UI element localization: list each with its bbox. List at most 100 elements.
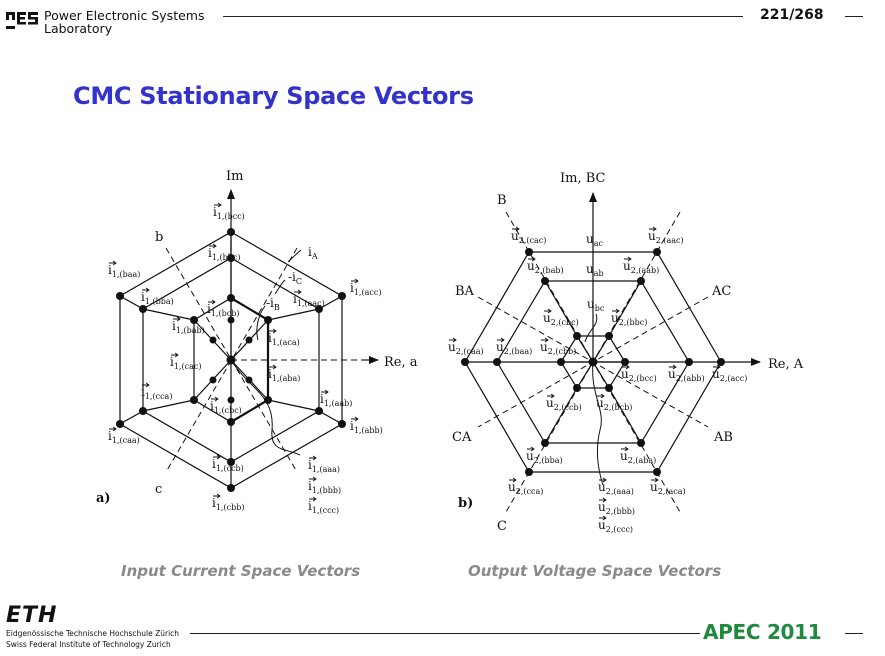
vector-arrow-icon bbox=[173, 316, 181, 322]
vector-label: u2,(bcb) bbox=[596, 396, 632, 412]
vector-arrow-icon bbox=[612, 308, 620, 314]
fig-b-uac-label: uac bbox=[586, 232, 604, 248]
vector-label: u2,(cbc) bbox=[543, 311, 579, 327]
vector-label: i1,(acc) bbox=[350, 281, 381, 297]
vector-label: i1,(aaa) bbox=[308, 458, 340, 474]
figure-b: Im, BC Re, A B BA AC CA AB C b) uac uab … bbox=[448, 171, 804, 534]
vector-arrow-icon bbox=[649, 226, 657, 232]
vector-label: i1,(ccb) bbox=[212, 457, 244, 473]
vector-arrow-icon bbox=[621, 446, 629, 452]
pes-logo bbox=[6, 12, 38, 29]
fig-b-B-label: B bbox=[497, 193, 507, 208]
vector-label: i1,(cbb) bbox=[212, 496, 244, 512]
fig-b-CA-label: CA bbox=[452, 430, 472, 445]
fig-a-iC-label: -iC bbox=[288, 270, 302, 286]
vector-arrow-icon bbox=[541, 337, 549, 343]
fig-a-vector-labels: i1,(bcc)i1,(bbc)i1,(baa)i1,(acc)i1,(bba)… bbox=[108, 202, 383, 515]
fig-a-im-label: Im bbox=[226, 169, 243, 184]
vector-label: i1,(caa) bbox=[108, 429, 140, 445]
vector-label: u2,(bbb) bbox=[598, 500, 635, 516]
vector-arrow-icon bbox=[209, 243, 217, 249]
vector-arrow-icon bbox=[547, 393, 555, 399]
eth-name-german: Eidgenössische Technische Hochschule Zür… bbox=[6, 629, 180, 638]
vector-arrow-icon bbox=[622, 364, 630, 370]
fig-b-im-label: Im, BC bbox=[560, 171, 606, 186]
vector-arrow-icon bbox=[269, 364, 277, 370]
footer-rule bbox=[190, 633, 700, 634]
vector-arrow-icon bbox=[309, 476, 317, 482]
fig-a-b-label: b bbox=[155, 230, 163, 245]
vector-label: u2,(bbc) bbox=[611, 311, 647, 327]
vector-arrow-icon bbox=[544, 308, 552, 314]
fig-a-b-axis bbox=[165, 247, 298, 473]
vector-label: u2,(aca) bbox=[650, 480, 686, 496]
vector-label: i1,(bba) bbox=[141, 290, 174, 306]
vector-label: u2,(cac) bbox=[511, 229, 546, 245]
fig-a-c-label: c bbox=[155, 482, 162, 497]
fig-b-AC-label: AC bbox=[711, 284, 731, 299]
vector-label: i1,(bcb) bbox=[207, 302, 239, 318]
vector-arrow-icon bbox=[214, 202, 222, 208]
vector-label: u2,(aba) bbox=[620, 449, 656, 465]
vector-label: i1,(cbc) bbox=[210, 399, 242, 415]
vector-label: i1,(bab) bbox=[172, 319, 205, 335]
header-rule bbox=[223, 16, 743, 17]
vector-label: u2,(acc) bbox=[712, 367, 747, 383]
vector-arrow-icon bbox=[351, 416, 359, 422]
vector-arrow-icon bbox=[109, 426, 117, 432]
fig-a-iB-label: -iB bbox=[266, 296, 280, 312]
vector-arrow-icon bbox=[269, 328, 277, 334]
vector-label: u2,(cca) bbox=[508, 480, 543, 496]
vector-arrow-icon bbox=[669, 364, 677, 370]
vector-arrow-icon bbox=[294, 289, 302, 295]
vector-arrow-icon bbox=[449, 337, 457, 343]
vector-arrow-icon bbox=[599, 477, 607, 483]
fig-a-iA-label: iA bbox=[308, 245, 318, 261]
eth-name-english: Swiss Federal Institute of Technology Zu… bbox=[6, 640, 171, 649]
fig-b-vector-labels: u2,(cac)u2,(aac)u2,(bab)u2,(aab)u2,(cbc)… bbox=[448, 226, 747, 534]
vector-label: i1,(aab) bbox=[320, 392, 352, 408]
vector-arrow-icon bbox=[624, 256, 632, 262]
fig-a-re-label: Re, a bbox=[384, 355, 418, 370]
vector-label: i1,(bbc) bbox=[208, 246, 240, 262]
vector-label: i1,(abb) bbox=[350, 419, 383, 435]
vector-arrow-icon bbox=[497, 337, 505, 343]
vector-label: u2,(ccb) bbox=[546, 396, 582, 412]
vector-arrow-icon bbox=[528, 256, 536, 262]
fig-b-re-label: Re, A bbox=[768, 357, 804, 372]
vector-arrow-icon bbox=[213, 454, 221, 460]
vector-arrow-icon bbox=[509, 477, 517, 483]
lab-name-line2: Laboratory bbox=[44, 21, 113, 36]
fig-b-ubc-label: ubc bbox=[587, 297, 605, 313]
caption-output-voltage: Output Voltage Space Vectors bbox=[468, 562, 722, 580]
vector-label: u2,(aab) bbox=[623, 259, 659, 275]
vector-arrow-icon bbox=[651, 477, 659, 483]
vector-arrow-icon bbox=[211, 396, 219, 402]
vector-arrow-icon bbox=[142, 382, 150, 388]
vector-label: i1,(aba) bbox=[268, 367, 300, 383]
fig-b-uab-label: uab bbox=[586, 262, 604, 278]
vector-arrow-icon bbox=[109, 260, 117, 266]
fig-b-AB-label: AB bbox=[713, 430, 733, 445]
vector-label: i1,(baa) bbox=[108, 263, 140, 279]
vector-label: u2,(aac) bbox=[648, 229, 684, 245]
vector-label: u2,(bcc) bbox=[621, 367, 657, 383]
vector-arrow-icon bbox=[321, 389, 329, 395]
page-number: 221/268 bbox=[760, 7, 824, 23]
fig-b-C-label: C bbox=[497, 519, 507, 534]
vector-arrow-icon bbox=[208, 299, 216, 305]
vector-label: u2,(aaa) bbox=[598, 480, 634, 496]
vector-arrow-icon bbox=[142, 287, 150, 293]
lab-name: Power Electronic Systems Laboratory bbox=[44, 9, 204, 35]
vector-label: u2,(cbb) bbox=[540, 340, 576, 356]
caption-input-current: Input Current Space Vectors bbox=[121, 562, 361, 580]
vector-label: i1,(cca) bbox=[141, 385, 172, 401]
vector-label: i1,(ccc) bbox=[308, 499, 339, 515]
fig-a-panel-label: a) bbox=[96, 491, 111, 506]
vector-arrow-icon bbox=[309, 455, 317, 461]
vector-arrow-icon bbox=[351, 278, 359, 284]
vector-label: u2,(baa) bbox=[496, 340, 532, 356]
fig-a-c-axis bbox=[165, 247, 298, 473]
vector-arrow-icon bbox=[599, 515, 607, 521]
